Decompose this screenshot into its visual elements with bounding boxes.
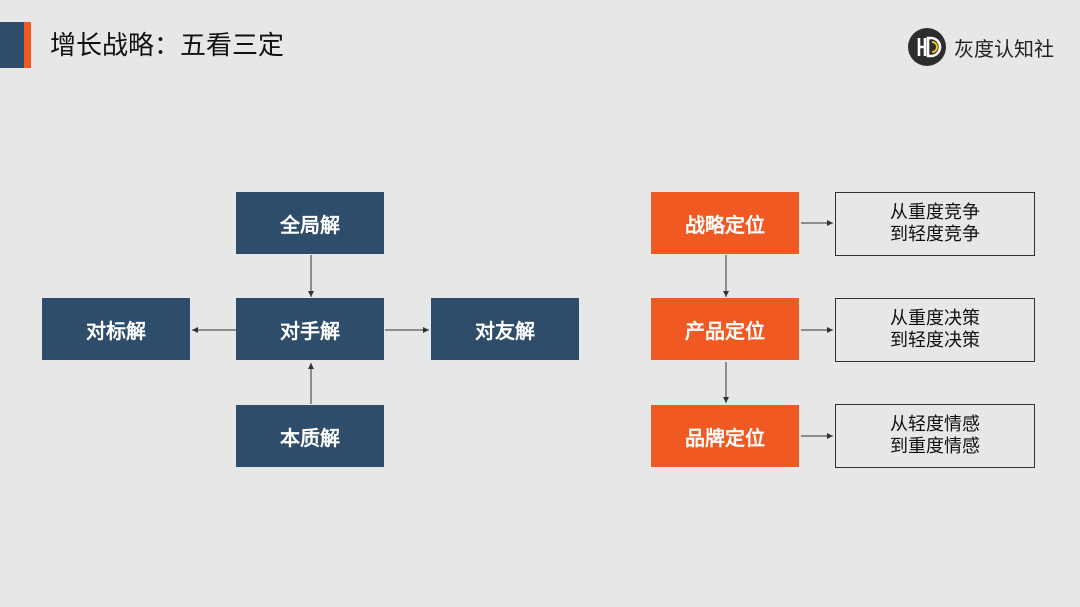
desc-strategy-line1: 从重度竞争 <box>890 202 980 223</box>
box-competitor-view: 对手解 <box>236 298 384 360</box>
box-essence-view: 本质解 <box>236 405 384 467</box>
box-ally-view: 对友解 <box>431 298 579 360</box>
desc-brand-line2: 到重度情感 <box>890 436 980 457</box>
box-benchmark-view: 对标解 <box>42 298 190 360</box>
desc-product: 从重度决策 到轻度决策 <box>835 298 1035 362</box>
desc-brand-line1: 从轻度情感 <box>890 414 980 435</box>
title-accent-orange <box>24 22 31 68</box>
logo-icon <box>908 28 946 66</box>
title-accent-blue <box>0 22 24 68</box>
desc-brand: 从轻度情感 到重度情感 <box>835 404 1035 468</box>
box-product-position: 产品定位 <box>651 298 799 360</box>
logo-text: 灰度认知社 <box>954 36 1054 61</box>
box-global-view: 全局解 <box>236 192 384 254</box>
page-title: 增长战略：五看三定 <box>50 31 285 61</box>
box-strategy-position: 战略定位 <box>651 192 799 254</box>
desc-product-line2: 到轻度决策 <box>890 330 980 351</box>
desc-strategy-line2: 到轻度竞争 <box>890 224 980 245</box>
desc-product-line1: 从重度决策 <box>890 308 980 329</box>
brand-logo: 灰度认知社 <box>908 26 1054 68</box>
box-brand-position: 品牌定位 <box>651 405 799 467</box>
desc-strategy: 从重度竞争 到轻度竞争 <box>835 192 1035 256</box>
